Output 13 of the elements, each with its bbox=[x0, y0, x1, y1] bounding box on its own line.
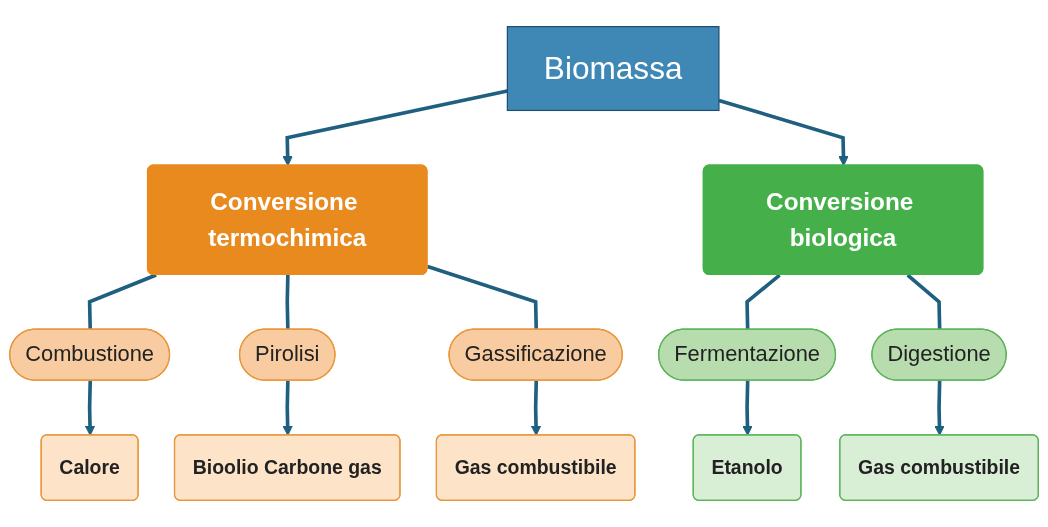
arrow bbox=[282, 89, 508, 167]
arrow bbox=[718, 98, 849, 167]
arrow bbox=[742, 380, 753, 436]
arrow bbox=[934, 380, 945, 436]
arrow bbox=[530, 380, 542, 436]
connector bbox=[745, 273, 781, 330]
connector bbox=[87, 273, 157, 330]
connector bbox=[906, 273, 942, 330]
arrow bbox=[282, 380, 293, 436]
connector bbox=[285, 275, 290, 330]
connector bbox=[427, 264, 539, 330]
node-box: Biomassa bbox=[506, 26, 720, 112]
arrow bbox=[84, 380, 96, 436]
